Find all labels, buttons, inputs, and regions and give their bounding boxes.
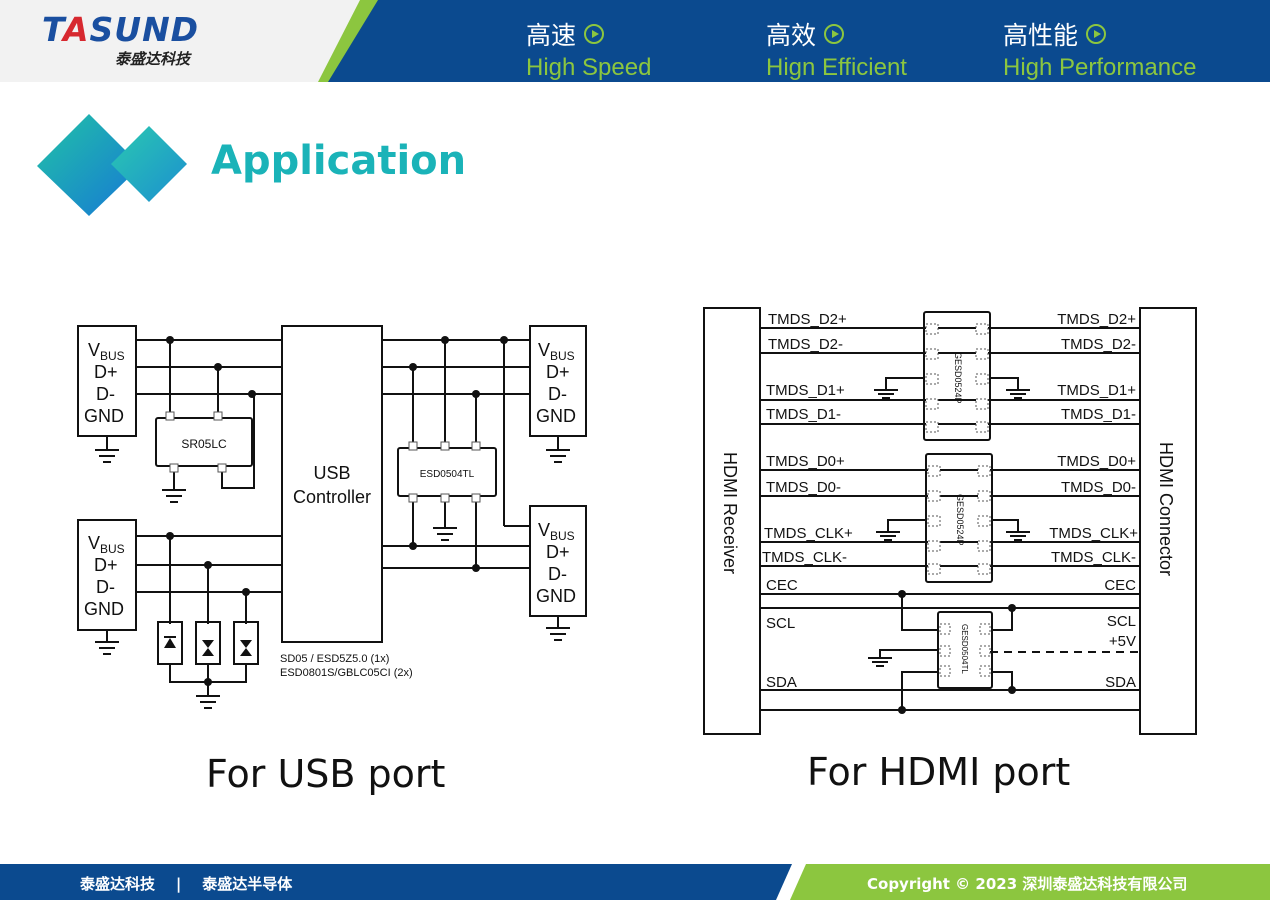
hdmi-right-signal: TMDS_D1+ [1057,382,1136,399]
hdmi-right-signal: TMDS_D2+ [1057,311,1136,328]
usb-note-line-2: ESD0801S/GBLC05CI (2x) [280,667,413,679]
play-circle-icon [1086,24,1107,44]
hdmi-right-signal: TMDS_D1- [1061,406,1136,423]
usb-gnd-label-2: GND [84,599,124,619]
hdmi-right-signal: TMDS_CLK+ [1049,525,1138,542]
footer-company: 泰盛达科技 | 泰盛达半导体 [80,875,293,893]
hdmi-chip-a: GESD0524P [953,352,963,404]
slogan-high-speed: 高速 High Speed [526,21,652,81]
hdmi-caption: For HDMI port [807,750,1071,794]
hdmi-right-5v: +5V [1109,633,1136,650]
usb-dminus-label-2: D- [96,577,115,597]
hdmi-left-signal: TMDS_CLK- [762,549,847,566]
hdmi-connector-label: HDMI Connector [1156,442,1176,576]
hdmi-left-signal: TMDS_D2+ [768,311,847,328]
hdmi-left-signal: TMDS_D1- [766,406,841,423]
hdmi-left-signal: TMDS_CLK+ [764,525,853,542]
hdmi-receiver-label: HDMI Receiver [720,452,740,574]
usb-dminus-label-3: D- [548,384,567,404]
hdmi-left-signal: TMDS_D2- [768,336,843,353]
hdmi-chip-b: GESD0524P [955,494,965,546]
footer-bar [0,864,1270,900]
usb-note-line-1: SD05 / ESD5Z5.0 (1x) [280,653,389,665]
hdmi-right-signal: TMDS_D0+ [1057,453,1136,470]
hdmi-left-signal: TMDS_D0- [766,479,841,496]
usb-controller-label-2: Controller [293,487,371,507]
usb-diagram: VBUS D+ D- GND VBUS D+ D- GND VBUS D+ D-… [70,318,600,723]
play-circle-icon [584,24,605,44]
company-logo-subtitle: 泰盛达科技 [115,50,191,68]
usb-gnd-label-3: GND [536,406,576,426]
usb-dplus-label-3: D+ [546,362,570,382]
usb-gnd-label-1: GND [84,406,124,426]
hdmi-right-signal: CEC [1104,577,1136,594]
hdmi-schematic: GESD0524P GESD0524P GESD0504TL HDMI Rece… [703,307,1197,735]
usb-caption: For USB port [206,752,446,796]
footer-copyright: Copyright © 2023 深圳泰盛达科技有限公司 [867,875,1188,893]
hdmi-right-signal: TMDS_CLK- [1051,549,1136,566]
slogan-high-performance: 高性能 High Performance [1003,21,1197,81]
hdmi-right-signal: SCL [1107,613,1136,630]
usb-vbus-label-1: VBUS [88,340,125,363]
usb-dminus-label-1: D- [96,384,115,404]
hdmi-left-signal: TMDS_D1+ [766,382,845,399]
company-logo: TASUND [42,10,200,49]
hdmi-right-signal: TMDS_D2- [1061,336,1136,353]
hdmi-chip-c: GESD0504TL [960,624,969,674]
hdmi-left-signal: TMDS_D0+ [766,453,845,470]
usb-dminus-label-4: D- [548,564,567,584]
usb-controller-label-1: USB [313,463,350,483]
hdmi-left-signal: SCL [766,615,795,632]
header-bar: TASUND 泰盛达科技 高速 High Speed 高效 Hign Effic… [0,0,1270,82]
hdmi-right-signal: TMDS_D0- [1061,479,1136,496]
hdmi-left-signal: CEC [766,577,798,594]
usb-dplus-label-2: D+ [94,555,118,575]
usb-gnd-label-4: GND [536,586,576,606]
usb-dplus-label-4: D+ [546,542,570,562]
slogan-high-efficient: 高效 Hign Efficient [766,21,907,81]
hdmi-diagram: GESD0524P GESD0524P GESD0504TL HDMI Rece… [700,306,1205,747]
play-circle-icon [824,24,845,44]
diamond-icon [37,114,187,216]
hdmi-right-signal: SDA [1105,674,1136,691]
header-logo-panel [0,0,378,82]
usb-schematic: VBUS D+ D- GND VBUS D+ D- GND VBUS D+ D-… [77,325,587,709]
page-title: Application [211,138,467,184]
usb-chip-sr05lc: SR05LC [181,437,227,451]
usb-vbus-label-3: VBUS [538,340,575,363]
usb-chip-esd0504tl: ESD0504TL [420,469,475,480]
usb-vbus-label-2: VBUS [88,533,125,556]
usb-dplus-label-1: D+ [94,362,118,382]
usb-vbus-label-4: VBUS [538,520,575,543]
hdmi-left-signal: SDA [766,674,797,691]
